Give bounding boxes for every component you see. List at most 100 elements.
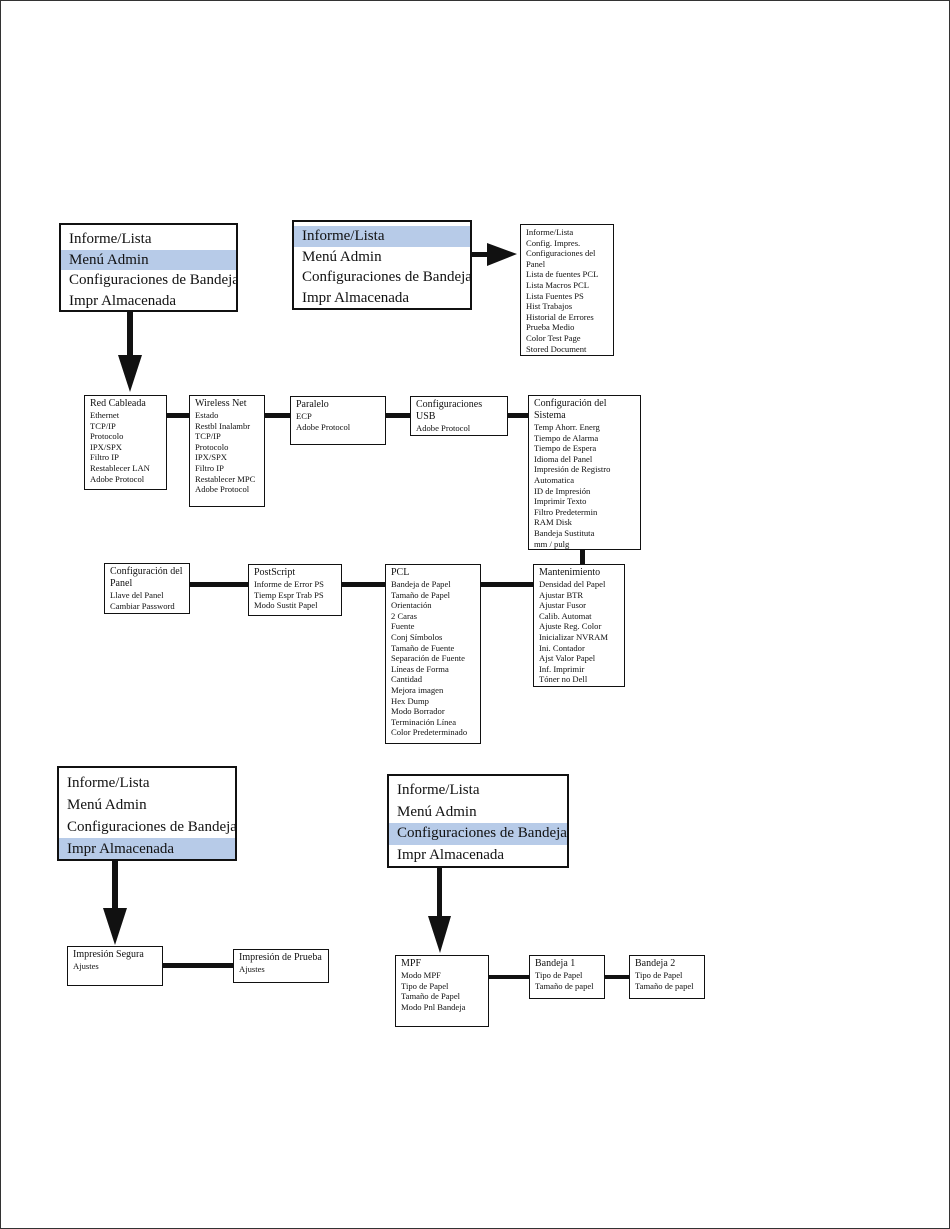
list-item[interactable]: Hex Dump: [391, 695, 429, 706]
list-item[interactable]: Ini. Contador: [539, 642, 585, 653]
list-item[interactable]: Bandeja Sustituta: [534, 527, 595, 538]
list-item[interactable]: mm / pulg: [534, 538, 570, 549]
menu-item-impr-almacenada[interactable]: Impr Almacenada: [302, 289, 410, 306]
menu-item-impr-almacenada[interactable]: Impr Almacenada: [397, 846, 505, 863]
menu-item-informe-lista[interactable]: Informe/Lista: [67, 775, 150, 791]
menu-item-menu-admin[interactable]: Menú Admin: [61, 249, 236, 270]
list-item[interactable]: Adobe Protocol: [296, 421, 351, 432]
list-item[interactable]: Idioma del Panel: [534, 453, 593, 464]
list-item[interactable]: Impresión de Registro: [534, 464, 611, 475]
list-item[interactable]: Ajustes: [73, 961, 99, 971]
list-item[interactable]: Temp Ahorr. Energ: [534, 422, 600, 432]
list-item[interactable]: Lista Macros PCL: [526, 279, 590, 290]
list-item[interactable]: Hist Trabajos: [526, 301, 573, 312]
list-item[interactable]: IPX/SPX: [90, 441, 122, 452]
submenu-mpf: MPF Modo MPF Tipo de Papel Tamaño de Pap…: [395, 955, 489, 1027]
list-item[interactable]: Tóner no Dell: [539, 674, 588, 685]
list-item[interactable]: Inicializar NVRAM: [539, 631, 608, 642]
list-item[interactable]: RAM Disk: [534, 517, 572, 528]
list-item[interactable]: Tamaño de Papel: [391, 589, 451, 600]
list-item[interactable]: Filtro IP: [90, 452, 119, 463]
menu-item-config-bandeja[interactable]: Configuraciones de Bandeja: [69, 272, 238, 288]
list-item[interactable]: Lista de fuentes PCL: [526, 269, 599, 280]
list-item[interactable]: Tipo de Papel: [635, 970, 683, 980]
menu-item-impr-almacenada[interactable]: Impr Almacenada: [59, 838, 235, 859]
list-item[interactable]: Tamaño de Fuente: [391, 642, 455, 653]
menu-item-menu-admin[interactable]: Menú Admin: [67, 797, 147, 813]
list-item[interactable]: IPX/SPX: [195, 452, 227, 463]
list-item[interactable]: Tiemp Espr Trab PS: [254, 589, 324, 600]
list-item[interactable]: Bandeja de Papel: [391, 579, 451, 589]
menu-item-informe-lista[interactable]: Informe/Lista: [294, 226, 470, 247]
menu-item-menu-admin[interactable]: Menú Admin: [302, 248, 382, 265]
list-item[interactable]: Panel: [526, 258, 546, 269]
list-item[interactable]: Restbl Inalambr: [195, 420, 251, 431]
list-item[interactable]: Protocolo: [90, 431, 124, 442]
list-item[interactable]: Prueba Medio: [526, 322, 575, 333]
list-item[interactable]: TCP/IP: [90, 420, 116, 431]
list-item[interactable]: ID de Impresión: [534, 485, 591, 496]
list-item[interactable]: Restablecer MPC: [195, 473, 256, 484]
list-item[interactable]: Ethernet: [90, 410, 120, 420]
list-item[interactable]: Modo Pnl Bandeja: [401, 1001, 466, 1012]
list-item[interactable]: Configuraciones del: [526, 248, 596, 259]
menu-item-impr-almacenada[interactable]: Impr Almacenada: [69, 292, 177, 309]
list-item[interactable]: ECP: [296, 411, 312, 421]
list-item[interactable]: Ajst Valor Papel: [539, 653, 596, 664]
list-item[interactable]: Restablecer LAN: [90, 462, 150, 473]
list-item[interactable]: Color Predeterminado: [391, 727, 468, 738]
list-item[interactable]: Adobe Protocol: [416, 423, 471, 433]
list-item[interactable]: Stored Document: [526, 343, 587, 354]
list-item[interactable]: Filtro IP: [195, 462, 224, 473]
list-item[interactable]: Calib. Automat: [539, 610, 592, 621]
menu-item-config-bandeja[interactable]: Configuraciones de Bandeja: [67, 819, 237, 835]
list-item[interactable]: Mejora imagen: [391, 684, 444, 695]
list-item[interactable]: Cantidad: [391, 674, 423, 685]
menu-block-impr-almacenada: Informe/Lista Menú Admin Configuraciones…: [57, 766, 237, 861]
list-item[interactable]: 2 Caras: [391, 610, 418, 621]
menu-item-menu-admin[interactable]: Menú Admin: [397, 803, 477, 820]
menu-item-informe-lista[interactable]: Informe/Lista: [397, 782, 480, 798]
list-item[interactable]: Automatica: [534, 474, 575, 485]
list-item[interactable]: Adobe Protocol: [90, 473, 145, 484]
list-item[interactable]: Ajustar Fusor: [539, 600, 587, 611]
list-item[interactable]: Tipo de Papel: [535, 970, 583, 980]
list-item[interactable]: Tamaño de papel: [535, 980, 594, 991]
list-item[interactable]: Ajustar BTR: [539, 589, 584, 600]
list-item[interactable]: Modo Sustit Papel: [254, 600, 318, 611]
list-item[interactable]: Conj Símbolos: [391, 631, 443, 642]
arrow-down-icon: [103, 861, 127, 945]
list-item[interactable]: Fuente: [391, 621, 415, 632]
list-item[interactable]: Modo Borrador: [391, 706, 445, 717]
list-item[interactable]: Cambiar Password: [110, 600, 175, 611]
list-item[interactable]: Separación de Fuente: [391, 653, 465, 664]
list-item[interactable]: Historial de Errores: [526, 311, 594, 322]
list-item[interactable]: Informe de Error PS: [254, 579, 324, 589]
list-item[interactable]: Tamaño de papel: [635, 980, 694, 991]
menu-item-config-bandeja[interactable]: Configuraciones de Bandeja: [302, 269, 472, 285]
list-item[interactable]: Orientación: [391, 600, 432, 611]
list-item[interactable]: Modo MPF: [401, 970, 441, 980]
list-item[interactable]: Líneas de Forma: [391, 663, 449, 674]
list-item[interactable]: TCP/IP: [195, 431, 221, 442]
menu-item-informe-lista[interactable]: Informe/Lista: [69, 231, 152, 247]
list-item[interactable]: Tamaño de Papel: [401, 991, 461, 1002]
list-item[interactable]: Color Test Page: [526, 332, 581, 343]
list-item[interactable]: Config. Impres.: [526, 237, 581, 248]
list-item[interactable]: Tiempo de Espera: [534, 443, 597, 454]
list-item[interactable]: Ajuste Reg. Color: [539, 621, 602, 632]
list-item[interactable]: Llave del Panel: [110, 590, 164, 600]
list-item[interactable]: Inf. Imprimir: [539, 663, 585, 674]
list-item[interactable]: Terminación Línea: [391, 716, 457, 727]
list-item[interactable]: Tipo de Papel: [401, 980, 449, 991]
list-item[interactable]: Adobe Protocol: [195, 484, 250, 495]
list-item[interactable]: Tiempo de Alarma: [534, 432, 599, 443]
list-item[interactable]: Ajustes: [239, 964, 265, 974]
list-item[interactable]: Estado: [195, 410, 219, 420]
list-item[interactable]: Imprimir Texto: [534, 496, 587, 507]
menu-item-config-bandeja[interactable]: Configuraciones de Bandeja: [389, 823, 567, 845]
list-item[interactable]: Densidad del Papel: [539, 579, 606, 589]
list-item[interactable]: Lista Fuentes PS: [526, 290, 584, 301]
list-item[interactable]: Protocolo: [195, 441, 229, 452]
list-item[interactable]: Filtro Predetermin: [534, 506, 598, 517]
